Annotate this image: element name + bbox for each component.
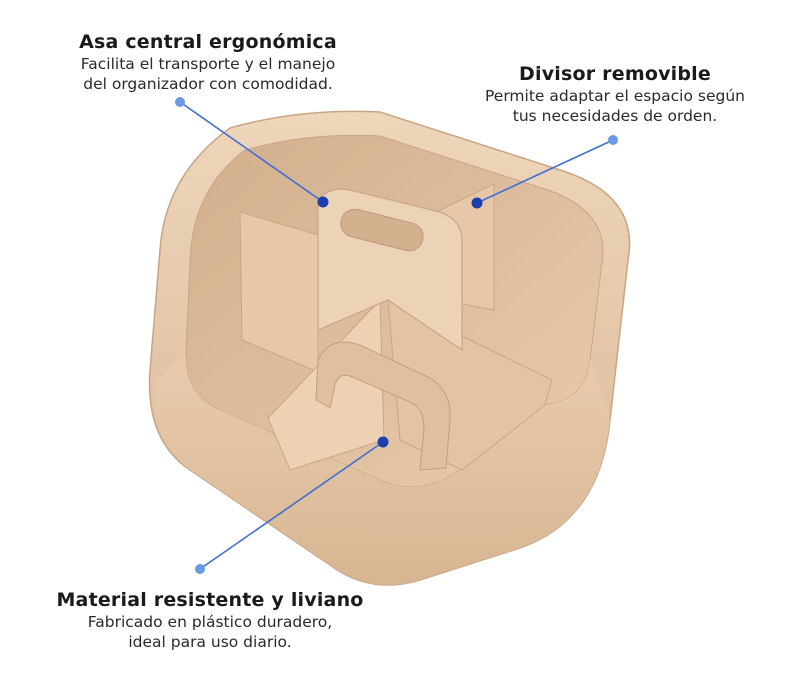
callout-material-line1: Fabricado en plástico duradero,	[87, 613, 333, 631]
handle-grip-hole	[340, 208, 424, 252]
callout-handle-line2: del organizador con comodidad.	[83, 75, 333, 93]
callout-material-line2: ideal para uso diario.	[128, 633, 292, 651]
material-leader-line	[199, 441, 384, 570]
callout-material-title: Material resistente y liviano	[56, 589, 364, 611]
divider-dot-end	[471, 197, 483, 209]
callout-divider: Divisor removible Permite adaptar el esp…	[450, 62, 780, 126]
organizer-front-wall	[154, 355, 610, 585]
divider-dot-start	[608, 135, 618, 145]
callout-divider-line1: Permite adaptar el espacio según	[485, 87, 745, 105]
callout-handle: Asa central ergonómica Facilita el trans…	[58, 30, 358, 94]
base-handle-loop	[315, 341, 451, 471]
callout-divider-title: Divisor removible	[519, 63, 711, 85]
handle-dot-end	[317, 196, 329, 208]
handle-leader-line	[179, 101, 324, 203]
handle-dot-start	[175, 97, 185, 107]
callout-divider-line2: tus necesidades de orden.	[512, 107, 718, 125]
callout-handle-title: Asa central ergonómica	[79, 31, 337, 53]
divider-leader-line	[476, 139, 614, 204]
callout-handle-line1: Facilita el transporte y el manejo	[80, 55, 336, 73]
material-dot-start	[195, 564, 205, 574]
callout-material: Material resistente y liviano Fabricado …	[50, 588, 370, 652]
material-dot-end	[377, 436, 389, 448]
